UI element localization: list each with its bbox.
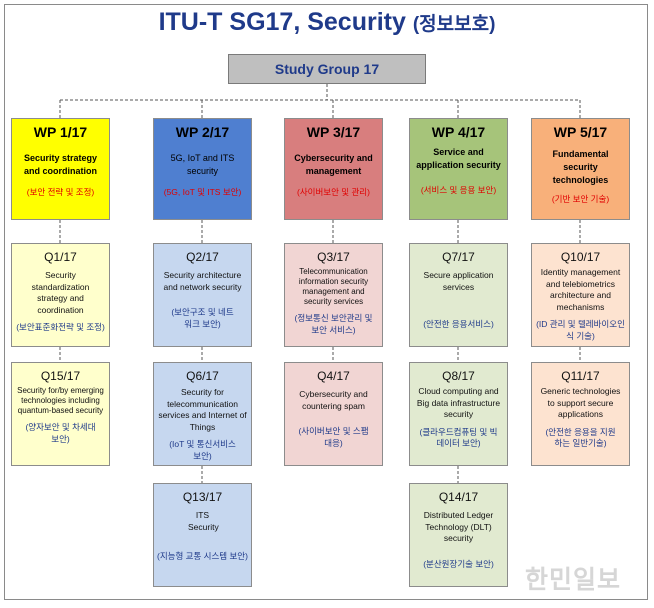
q15-box: Q15/17 Security for/by emerging technolo… bbox=[11, 362, 110, 466]
q15-korean: (양자보안 및 차세대보안) bbox=[25, 422, 96, 444]
wp5-korean: (기반 보안 기술) bbox=[551, 194, 610, 204]
wp3-id: WP 3/17 bbox=[306, 124, 361, 140]
q15-id: Q15/17 bbox=[40, 369, 81, 383]
watermark-logo: 한민일보 bbox=[525, 565, 622, 594]
wp4-box: WP 4/17 Service and application security… bbox=[409, 118, 508, 220]
q6-desc: Security for telecommunication services … bbox=[158, 387, 247, 432]
q4-id: Q4/17 bbox=[317, 369, 350, 383]
q2-desc: Security architecture and network securi… bbox=[163, 270, 242, 292]
title-main: ITU-T SG17, Security bbox=[158, 8, 406, 36]
q14-korean: (분산원장기술 보안) bbox=[423, 558, 494, 569]
wp1-korean: (보안 전략 및 조정) bbox=[26, 187, 95, 197]
q7-box: Q7/17 Secure application services (안전한 응… bbox=[409, 243, 508, 347]
page-title: ITU-T SG17, Security (정보보호) bbox=[0, 8, 654, 37]
q1-desc: Security standardization strategy and co… bbox=[31, 270, 90, 315]
wp1-box: WP 1/17 Security strategy and coordinati… bbox=[11, 118, 110, 220]
q11-box: Q11/17 Generic technologies to support s… bbox=[531, 362, 630, 466]
q14-box: Q14/17 Distributed Ledger Technology (DL… bbox=[409, 483, 508, 587]
q4-korean: (사이버보안 및 스팸대응) bbox=[298, 426, 369, 448]
q8-korean: (클라우드컴퓨팅 및 빅데이터 보안) bbox=[419, 426, 498, 449]
q8-desc: Cloud computing and Big data infrastruct… bbox=[416, 386, 501, 419]
q13-desc: ITS Security bbox=[188, 510, 219, 532]
q7-desc: Secure application services bbox=[423, 270, 494, 292]
wp4-id: WP 4/17 bbox=[431, 124, 486, 140]
diagram-frame bbox=[4, 4, 648, 600]
q13-id: Q13/17 bbox=[182, 490, 223, 504]
q10-desc: Identity management and telebiometrics a… bbox=[540, 267, 621, 312]
q3-desc: Telecommunication information security m… bbox=[298, 267, 369, 306]
title-korean: (정보보호) bbox=[412, 14, 496, 35]
wp1-id: WP 1/17 bbox=[33, 124, 88, 140]
wp2-korean: (5G, IoT 및 ITS 보안) bbox=[163, 187, 242, 197]
q3-korean: (정보통신 보안관리 및 보안 서비스) bbox=[294, 313, 373, 335]
wp5-id: WP 5/17 bbox=[553, 124, 608, 140]
q6-korean: (IoT 및 통신서비스 보안) bbox=[169, 439, 236, 461]
q7-id: Q7/17 bbox=[442, 250, 475, 264]
q14-id: Q14/17 bbox=[438, 490, 479, 504]
q1-box: Q1/17 Security standardization strategy … bbox=[11, 243, 110, 347]
q14-desc: Distributed Ledger Technology (DLT) secu… bbox=[423, 510, 494, 543]
wp5-box: WP 5/17 Fundamental security technologie… bbox=[531, 118, 630, 220]
q8-box: Q8/17 Cloud computing and Big data infra… bbox=[409, 362, 508, 466]
q1-korean: (보안표준화전략 및 조정) bbox=[16, 322, 105, 332]
wp2-id: WP 2/17 bbox=[175, 124, 230, 140]
q2-box: Q2/17 Security architecture and network … bbox=[153, 243, 252, 347]
q4-box: Q4/17 Cybersecurity and countering spam … bbox=[284, 362, 383, 466]
q2-id: Q2/17 bbox=[186, 250, 219, 264]
q6-box: Q6/17 Security for telecommunication ser… bbox=[153, 362, 252, 466]
q13-box: Q13/17 ITS Security (지능형 교통 시스템 보안) bbox=[153, 483, 252, 587]
q2-korean: (보안구조 및 네트워크 보안) bbox=[171, 307, 234, 329]
q3-id: Q3/17 bbox=[317, 250, 350, 264]
q4-desc: Cybersecurity and countering spam bbox=[299, 389, 368, 411]
wp1-desc: Security strategy and coordination bbox=[23, 153, 98, 176]
q10-box: Q10/17 Identity management and telebiome… bbox=[531, 243, 630, 347]
q7-korean: (안전한 응용서비스) bbox=[423, 319, 494, 329]
q13-korean: (지능형 교통 시스템 보안) bbox=[157, 551, 248, 561]
q3-box: Q3/17 Telecommunication information secu… bbox=[284, 243, 383, 347]
wp4-desc: Service and application security bbox=[416, 147, 501, 170]
study-group-box: Study Group 17 bbox=[228, 54, 426, 84]
wp2-desc: 5G, IoT and ITS security bbox=[170, 153, 235, 176]
wp3-korean: (사이버보안 및 관리) bbox=[297, 187, 370, 197]
q6-id: Q6/17 bbox=[186, 369, 219, 383]
wp3-box: WP 3/17 Cybersecurity and management (사이… bbox=[284, 118, 383, 220]
q11-id: Q11/17 bbox=[561, 369, 600, 383]
wp2-box: WP 2/17 5G, IoT and ITS security (5G, Io… bbox=[153, 118, 252, 220]
wp3-desc: Cybersecurity and management bbox=[294, 153, 373, 176]
q11-desc: Generic technologies to support secure a… bbox=[540, 386, 621, 419]
q1-id: Q1/17 bbox=[44, 250, 77, 264]
wp4-korean: (서비스 및 응용 보안) bbox=[420, 185, 497, 195]
q15-desc: Security for/by emerging technologies in… bbox=[17, 386, 104, 415]
q11-korean: (안전한 응용을 지원하는 일반기술) bbox=[545, 426, 616, 449]
q8-id: Q8/17 bbox=[442, 369, 475, 383]
wp5-desc: Fundamental security technologies bbox=[552, 149, 609, 185]
q10-korean: (ID 관리 및 텔레바이오인식 기술) bbox=[536, 319, 625, 341]
q10-id: Q10/17 bbox=[560, 250, 601, 264]
